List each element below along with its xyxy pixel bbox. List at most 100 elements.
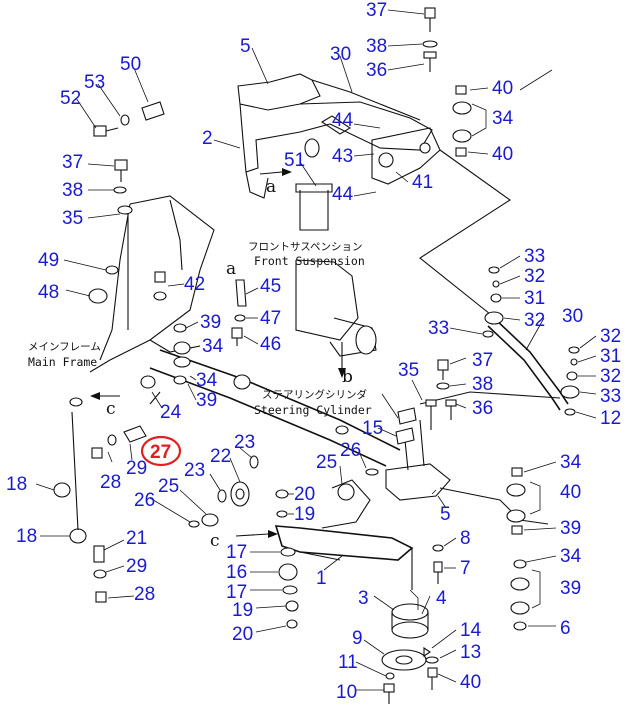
callout-number: 30 [330, 44, 351, 65]
callout-number: 38 [472, 374, 493, 395]
callout-number: 32 [524, 310, 545, 331]
callout-number: 44 [332, 184, 354, 205]
leader-lines [35, 9, 597, 691]
callout-number: 38 [366, 36, 387, 57]
callout-number: 15 [362, 418, 383, 439]
view-letter: c [106, 399, 116, 419]
callout-number: 29 [126, 556, 147, 577]
callout-number: 32 [600, 366, 621, 387]
callout-number: 5 [440, 504, 451, 525]
view-arrows [90, 168, 346, 538]
callout-number: 33 [524, 246, 545, 267]
callout-number: 2 [202, 128, 213, 149]
callout-number: 21 [126, 528, 147, 549]
front-suspension-jp-label: フロントサスペンション [248, 241, 363, 253]
highlight-label: 27 [150, 442, 171, 463]
callout-number: 17 [226, 582, 247, 603]
callout-number: 32 [600, 326, 621, 347]
callout-number: 43 [332, 146, 353, 167]
callout-number: 40 [492, 78, 513, 99]
callout-number: 37 [62, 152, 83, 173]
callout-number: 20 [294, 484, 315, 505]
callout-number: 40 [492, 144, 513, 165]
callout-number: 36 [472, 398, 493, 419]
group-brackets [409, 103, 541, 610]
callout-number: 22 [210, 446, 231, 467]
callout-number: 40 [560, 482, 581, 503]
callout-number: 36 [366, 60, 387, 81]
callout-number: 53 [84, 72, 105, 93]
callout-number: 28 [100, 472, 121, 493]
callout-number: 49 [38, 250, 59, 271]
callout-number: 35 [398, 360, 419, 381]
callout-number: 50 [120, 54, 141, 75]
callout-number: 39 [200, 312, 221, 333]
view-letter: a [266, 177, 276, 197]
callout-number: 26 [340, 440, 361, 461]
callout-number: 16 [226, 562, 247, 583]
callout-number: 5 [240, 36, 251, 57]
callout-number: 51 [284, 150, 305, 171]
callout-number: 34 [196, 370, 218, 391]
main-frame-jp-label: メインフレーム [28, 341, 101, 353]
callout-number: 19 [294, 504, 315, 525]
callout-number: 18 [6, 474, 27, 495]
callout-number: 37 [366, 0, 387, 21]
callout-number: 39 [560, 578, 581, 599]
callout-number: 10 [336, 682, 357, 703]
callout-number: 20 [232, 624, 253, 645]
callout-number: 14 [460, 620, 482, 641]
callout-number: 25 [316, 452, 337, 473]
highlight-circle [140, 435, 182, 467]
callout-number: 48 [38, 282, 59, 303]
view-letter: c [210, 531, 220, 551]
annotations: フロントサスペンション Front Suspension ステアリングシリンダ … [28, 241, 372, 417]
callout-number: 1 [316, 568, 327, 589]
callout-number: 33 [428, 318, 449, 339]
callout-number: 37 [472, 350, 493, 371]
callout-number: 6 [560, 618, 571, 639]
callout-number: 12 [600, 408, 621, 429]
callout-number: 47 [260, 308, 281, 329]
callout-number: 24 [160, 402, 182, 423]
steering-cylinder-jp-label: ステアリングシリンダ [262, 388, 367, 401]
view-letter: b [342, 367, 353, 387]
callout-number: 52 [60, 88, 81, 109]
main-frame-en-label: Main Frame [28, 355, 97, 369]
callout-number: 23 [184, 460, 205, 481]
callout-number: 42 [184, 274, 205, 295]
callout-number: 4 [436, 588, 447, 609]
callout-number: 39 [560, 518, 581, 539]
fastener-parts [53, 7, 580, 704]
callout-number: 19 [232, 600, 253, 621]
callout-number: 3 [358, 588, 369, 609]
callout-number: 45 [260, 276, 281, 297]
view-letter: a [226, 259, 236, 279]
callout-number: 34 [560, 452, 582, 473]
callout-number: 30 [562, 306, 583, 327]
callout-number: 9 [352, 628, 363, 649]
callout-number: 7 [460, 558, 471, 579]
steering-cylinder-en-label: Steering Cylinder [254, 403, 372, 417]
callout-number: 34 [492, 108, 514, 129]
callout-number: 13 [460, 642, 481, 663]
view-letters: a a b b c c c [106, 177, 353, 551]
callout-number: 39 [196, 390, 217, 411]
highlight-callout-27: 27 [140, 435, 182, 467]
callout-number: 17 [226, 542, 247, 563]
callout-number: 26 [134, 490, 155, 511]
callout-number: 28 [134, 584, 155, 605]
callout-number: 38 [62, 180, 83, 201]
callout-number: 34 [202, 336, 224, 357]
callout-number: 46 [260, 334, 281, 355]
callout-number: 18 [16, 526, 37, 547]
callout-number: 35 [62, 208, 83, 229]
callout-number: 34 [560, 546, 582, 567]
callout-number: 23 [234, 432, 255, 453]
callout-numbers: 37 38 36 5 30 40 34 40 50 53 52 2 44 43 … [6, 0, 621, 703]
callout-number: 31 [524, 288, 545, 309]
callout-number: 29 [126, 458, 147, 479]
callout-number: 41 [412, 172, 433, 193]
callout-number: 33 [600, 386, 621, 407]
